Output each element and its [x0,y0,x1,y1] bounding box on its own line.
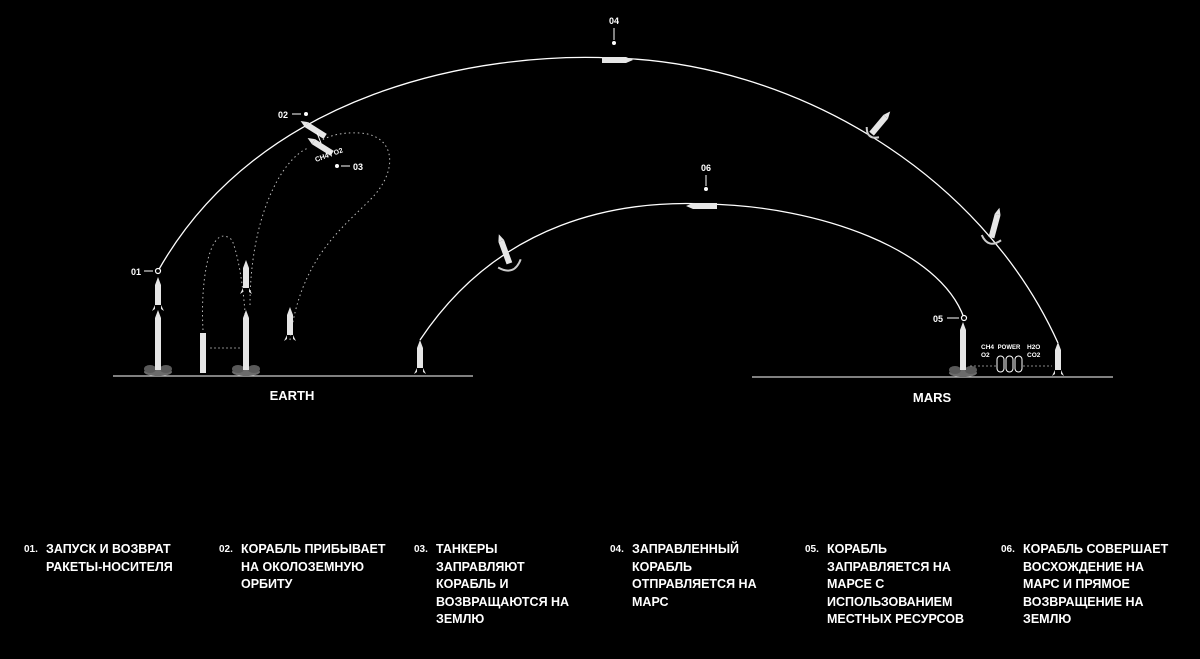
tanker-return-dotted [289,132,391,341]
svg-text:02: 02 [278,110,288,120]
step-number: 06. [1001,544,1015,555]
tanker-orbit [307,137,334,156]
svg-text:06: 06 [701,163,711,173]
booster-2 [243,310,249,370]
ship-cruise-return [686,203,717,209]
step-text: ЗАПУСК И ВОЗВРАТ РАКЕТЫ-НОСИТЕЛЯ [46,542,173,574]
propellant-plant [996,355,1023,373]
ship-cruise-outbound [602,57,633,63]
ship-mars-entry-1 [865,111,891,139]
ship-mars-launch [960,322,966,370]
marker-04: 04 [609,16,619,45]
step-text: КОРАБЛЬ ЗАПРАВЛЯЕТСЯ НА МАРСЕ С ИСПОЛЬЗО… [827,542,964,626]
inner-trajectory [419,202,965,341]
mars-ch4-label: CH4 [981,344,994,351]
mars-o2-label: O2 [981,352,990,359]
step-number: 05. [805,544,819,555]
step-number: 03. [414,544,428,555]
outer-trajectory [157,56,1059,344]
ship-launch-1 [152,277,164,311]
tanker-launch-dotted [249,147,309,306]
step-text: ТАНКЕРЫ ЗАПРАВЛЯЮТ КОРАБЛЬ И ВОЗВРАЩАЮТС… [436,542,570,626]
marker-06: 06 [701,163,711,191]
step-number: 02. [219,544,233,555]
ship-return-earth [414,340,426,374]
refuel-link [316,132,322,144]
marker-05: 05 [933,314,968,324]
svg-text:05: 05 [933,314,943,324]
booster-return-dotted [202,235,247,331]
ship-mars-landed [1052,342,1064,376]
marker-01: 01 [131,267,162,277]
earth-label: EARTH [270,388,315,403]
step-number: 04. [610,544,624,555]
ship-earth-entry [497,234,522,272]
power-label: POWER [998,345,1021,351]
svg-text:04: 04 [609,16,619,26]
mars-label: MARS [913,390,952,405]
marker-03: 03 [335,162,363,172]
svg-text:01: 01 [131,267,141,277]
step-text: КОРАБЛЬ ПРИБЫВАЕТ НА ОКОЛОЗЕМНУЮ ОРБИТУ [241,542,386,591]
step-text: ЗАПРАВЛЕННЫЙ КОРАБЛЬ ОТПРАВЛЯЕТСЯ НА МАР… [632,542,757,609]
co2-label: CO2 [1027,352,1041,359]
booster-1 [155,310,161,370]
ship-mars-entry-2 [980,207,1002,245]
step-number: 01. [24,544,38,555]
marker-02: 02 [278,110,308,120]
step-text: КОРАБЛЬ СОВЕРШАЕТ ВОСХОЖДЕНИЕ НА МАРС И … [1023,542,1169,626]
svg-text:03: 03 [353,162,363,172]
h2o-label: H2O [1027,344,1040,351]
ship-orbit [300,120,327,139]
tanker-launch [240,260,252,294]
tanker-landing [284,307,296,341]
booster-returned [200,333,206,373]
